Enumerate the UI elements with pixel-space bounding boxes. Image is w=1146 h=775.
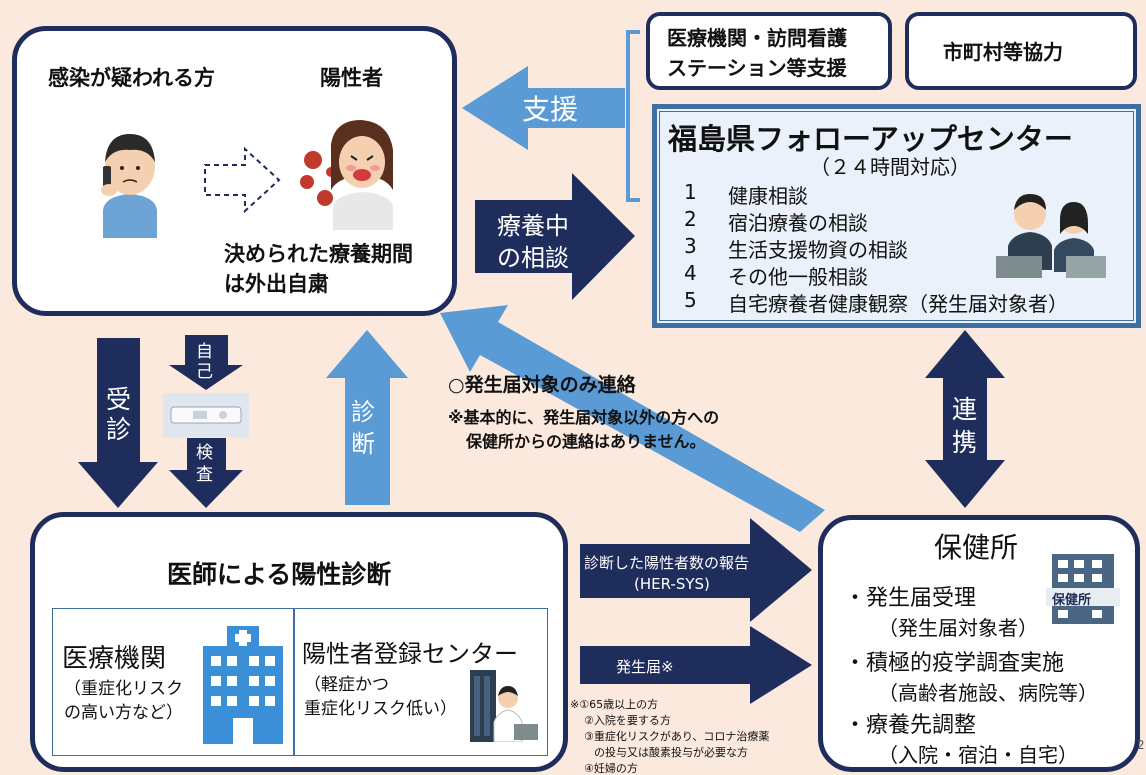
followup-hours: （２４時間対応） — [810, 155, 970, 179]
report-arrow-label-1: 診断した陽性者数の報告 — [584, 554, 750, 572]
followup-item-3: 生活支援物資の相談 — [728, 238, 908, 262]
hospital-icon — [203, 626, 283, 744]
call-center-operators-icon — [996, 194, 1106, 278]
positive-label: 陽性者 — [320, 66, 383, 90]
report-arrow-label-2: (HER-SYS) — [634, 575, 710, 593]
health-center-item-3-sub: （入院・宿泊・自宅） — [878, 743, 1078, 767]
test-kit-icon — [163, 393, 249, 437]
self-test-arrow-top — [169, 335, 243, 390]
link-label-2: 携 — [952, 428, 978, 457]
medical-support-text-1: 医療機関・訪問看護 — [667, 26, 847, 50]
link-arrow — [925, 330, 1005, 508]
support-arrow-label: 支援 — [522, 93, 579, 126]
diagnosis-label-2: 断 — [351, 430, 375, 458]
test-label-1: 検 — [196, 443, 213, 463]
notice-heading: ○発生届対象のみ連絡 — [448, 374, 636, 396]
consult-arrow-label-2: の相談 — [497, 244, 569, 272]
health-center-building-icon — [1046, 554, 1120, 624]
diagnosis-label-1: 診 — [351, 398, 375, 426]
followup-item-4: その他一般相談 — [728, 265, 868, 289]
followup-item-1: 健康相談 — [728, 184, 808, 208]
followup-item-2: 宿泊療養の相談 — [728, 211, 868, 235]
consult-arrow-label-1: 療養中 — [497, 212, 569, 240]
notice-text-1: ※基本的に、発生届対象以外の方への — [448, 408, 720, 427]
followup-title: 福島県フォローアップセンター — [668, 122, 1073, 156]
quarantine-text-1: 決められた療養期間 — [224, 242, 413, 266]
self-label-1: 自 — [196, 342, 213, 362]
self-label-2: 己 — [196, 362, 213, 382]
followup-item-4-num: 4 — [684, 261, 697, 285]
support-bracket — [626, 30, 640, 202]
contact-arrow — [440, 305, 825, 532]
consult-arrow — [475, 173, 635, 300]
health-center-item-1-sub: （発生届対象者） — [878, 616, 1038, 640]
self-test-arrow-bottom — [169, 438, 243, 508]
sick-person-icon — [300, 120, 393, 230]
municipal-text: 市町村等協力 — [943, 40, 1063, 64]
link-label-1: 連 — [952, 395, 978, 424]
visit-label-2: 診 — [106, 415, 132, 444]
test-label-2: 査 — [196, 465, 213, 485]
followup-center-box — [652, 104, 1141, 328]
health-center-item-3: ・療養先調整 — [844, 713, 977, 738]
notification-arrow — [580, 626, 812, 704]
diagnosis-arrow — [326, 330, 408, 505]
person-phone-icon — [101, 134, 157, 238]
footnote-5: ④妊婦の方 — [584, 762, 638, 775]
page-number: 2 — [1137, 738, 1145, 752]
footnote-2: ②入院を要する方 — [584, 714, 671, 727]
doctor-diagnosis-title: 医師による陽性診断 — [167, 560, 392, 589]
dashed-arrow-icon — [204, 146, 281, 214]
followup-item-5: 自宅療養者健康観察（発生届対象者） — [728, 292, 1068, 316]
health-center-item-1: ・発生届受理 — [844, 586, 977, 611]
footnote-1: ※①65歳以上の方 — [570, 698, 659, 711]
health-center-title: 保健所 — [934, 531, 1019, 564]
doctor-computer-icon — [470, 670, 538, 742]
footnote-3: ③重症化リスクがあり、コロナ治療薬 — [584, 730, 770, 743]
medical-support-box — [646, 12, 892, 90]
quarantine-text-2: は外出自粛 — [224, 272, 329, 296]
notice-text-2: 保健所からの連絡はありません。 — [466, 432, 706, 451]
municipal-box — [905, 12, 1137, 90]
followup-item-2-num: 2 — [684, 207, 697, 231]
notification-arrow-label: 発生届※ — [616, 658, 674, 676]
health-center-sign: 保健所 — [1052, 593, 1092, 608]
followup-item-5-num: 5 — [684, 288, 697, 312]
health-center-item-2: ・積極的疫学調査実施 — [844, 651, 1065, 676]
medical-institution-title: 医療機関 — [62, 644, 167, 674]
registration-center-title: 陽性者登録センター — [302, 640, 518, 668]
registration-center-sub-2: 重症化リスク低い） — [304, 699, 457, 719]
followup-item-3-num: 3 — [684, 234, 697, 258]
medical-institution-sub-1: （重症化リスク — [64, 679, 183, 699]
followup-item-1-num: 1 — [684, 180, 697, 204]
medical-institution-sub-2: の高い方など） — [64, 703, 183, 723]
suspected-label: 感染が疑われる方 — [48, 66, 215, 90]
report-arrow — [580, 518, 812, 622]
medical-support-text-2: ステーション等支援 — [667, 56, 847, 80]
support-arrow — [462, 66, 625, 150]
visit-arrow — [78, 338, 158, 508]
footnote-4: の投与又は酸素投与が必要な方 — [594, 746, 748, 759]
health-center-item-2-sub: （高齢者施設、病院等） — [878, 681, 1098, 705]
visit-label-1: 受 — [106, 385, 132, 414]
registration-center-sub-1: （軽症かつ — [304, 675, 389, 695]
